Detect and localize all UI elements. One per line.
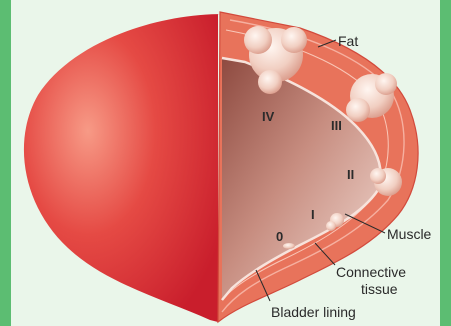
stage-label-i: I <box>311 207 315 222</box>
stage-label-iv: IV <box>262 109 275 124</box>
stage-label-ii: II <box>347 167 354 182</box>
label-bladder-lining: Bladder lining <box>271 304 356 320</box>
label-tissue: tissue <box>361 281 398 297</box>
stage-label-iii: III <box>331 118 342 133</box>
label-muscle: Muscle <box>387 226 432 242</box>
label-fat: Fat <box>338 33 358 49</box>
stage-label-0: 0 <box>276 229 283 244</box>
tumor-stage-0 <box>283 243 295 249</box>
label-connective: Connective <box>336 264 406 280</box>
bladder-outer-surface <box>24 14 224 322</box>
